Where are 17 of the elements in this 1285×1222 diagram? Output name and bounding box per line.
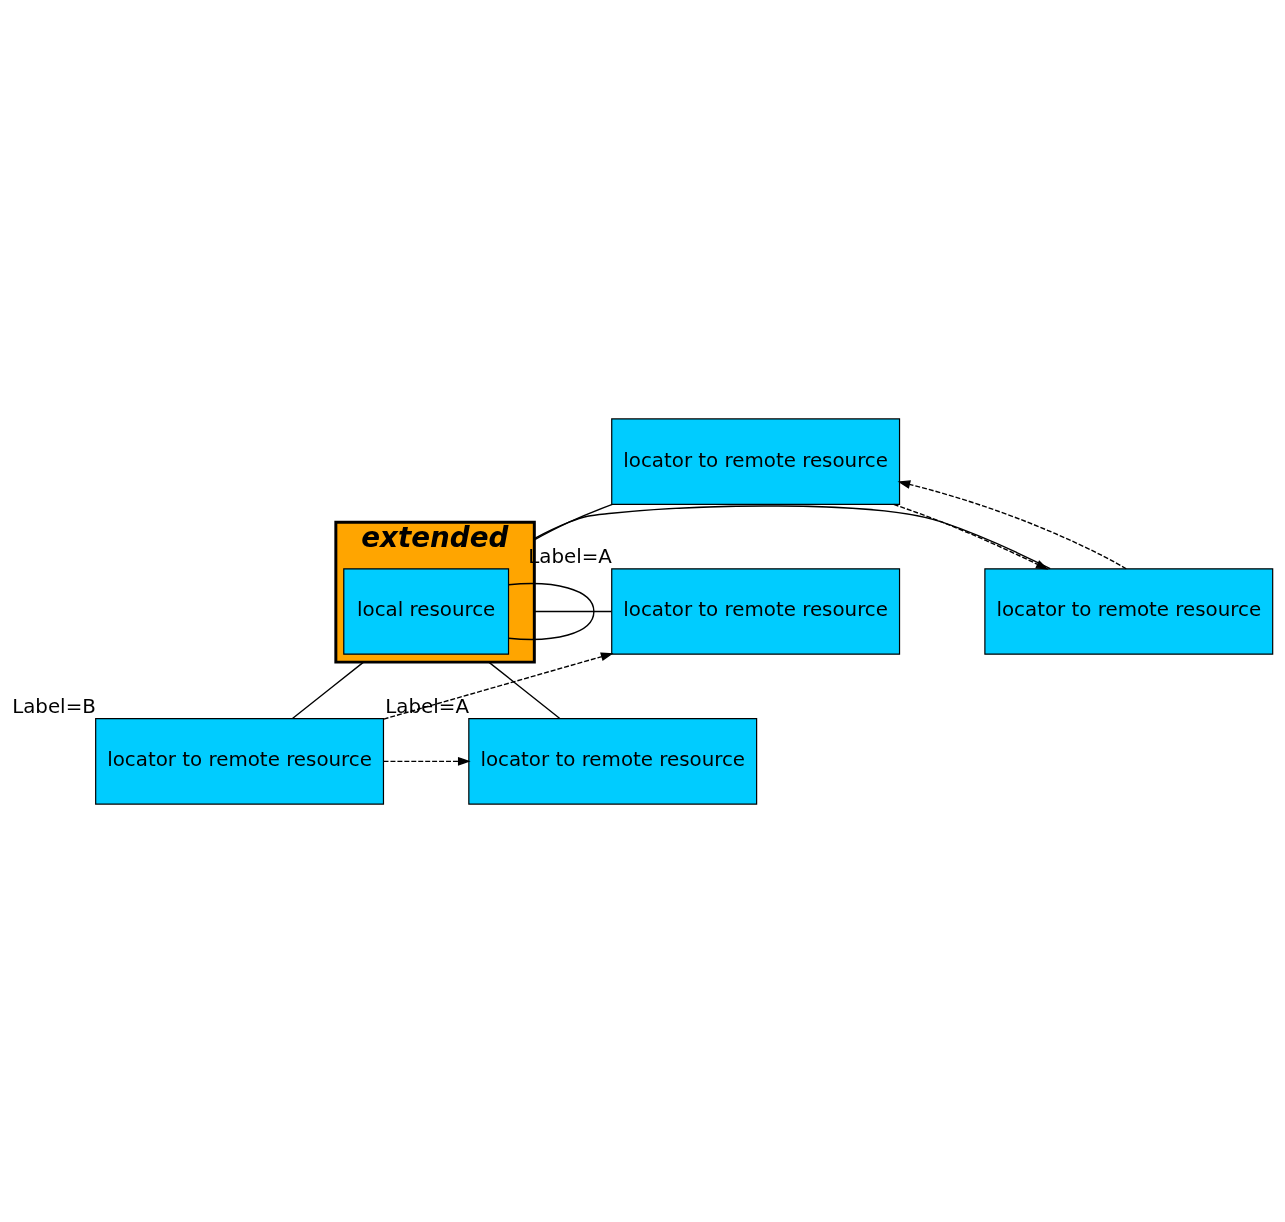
node-box: locator to remote resource	[611, 417, 901, 505]
arrow	[382, 756, 471, 766]
connector	[533, 504, 1051, 569]
connector	[533, 610, 613, 612]
arrow	[897, 479, 1127, 569]
arrow	[383, 651, 614, 720]
node-label: Label=B	[12, 694, 96, 718]
node-box: locator to remote resource	[984, 567, 1274, 655]
node-box: locator to remote resource	[468, 717, 758, 805]
arrow	[892, 503, 1049, 570]
connector	[291, 660, 365, 719]
connector	[507, 582, 595, 640]
node-box: locator to remote resource	[95, 717, 385, 805]
connector	[533, 503, 614, 541]
node-box: locator to remote resource	[611, 567, 901, 655]
node-box: local resource	[343, 567, 510, 655]
connector	[488, 660, 561, 719]
